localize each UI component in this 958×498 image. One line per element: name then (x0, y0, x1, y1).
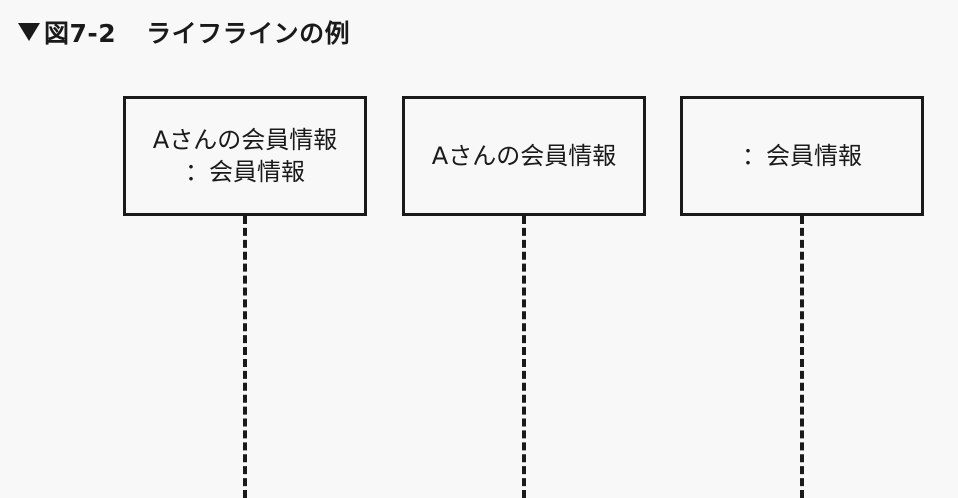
lifeline-label-line2: ：会員情報 (185, 158, 305, 186)
lifeline-dashed-line (522, 216, 526, 498)
figure-caption: 図7-2 ライフラインの例 (18, 14, 350, 50)
lifeline-head-box: Aさんの会員情報 ：会員情報 (123, 96, 367, 216)
lifeline-label-line1: ：会員情報 (742, 142, 862, 170)
figure-number: 図7-2 (44, 19, 117, 48)
lifeline-head-box: Aさんの会員情報 (402, 96, 646, 216)
lifeline-dashed-line (243, 216, 247, 498)
lifeline-1: Aさんの会員情報 ：会員情報 (123, 96, 367, 498)
lifeline-label-line1: Aさんの会員情報 (152, 126, 338, 154)
lifeline-dashed-line (800, 216, 804, 498)
lifeline-head-box: ：会員情報 (680, 96, 924, 216)
lifeline-3: ：会員情報 (680, 96, 924, 498)
lifeline-label-line1: Aさんの会員情報 (431, 142, 617, 170)
figure-title: ライフラインの例 (146, 19, 351, 48)
triangle-down-icon (18, 23, 40, 41)
lifeline-2: Aさんの会員情報 (402, 96, 646, 498)
